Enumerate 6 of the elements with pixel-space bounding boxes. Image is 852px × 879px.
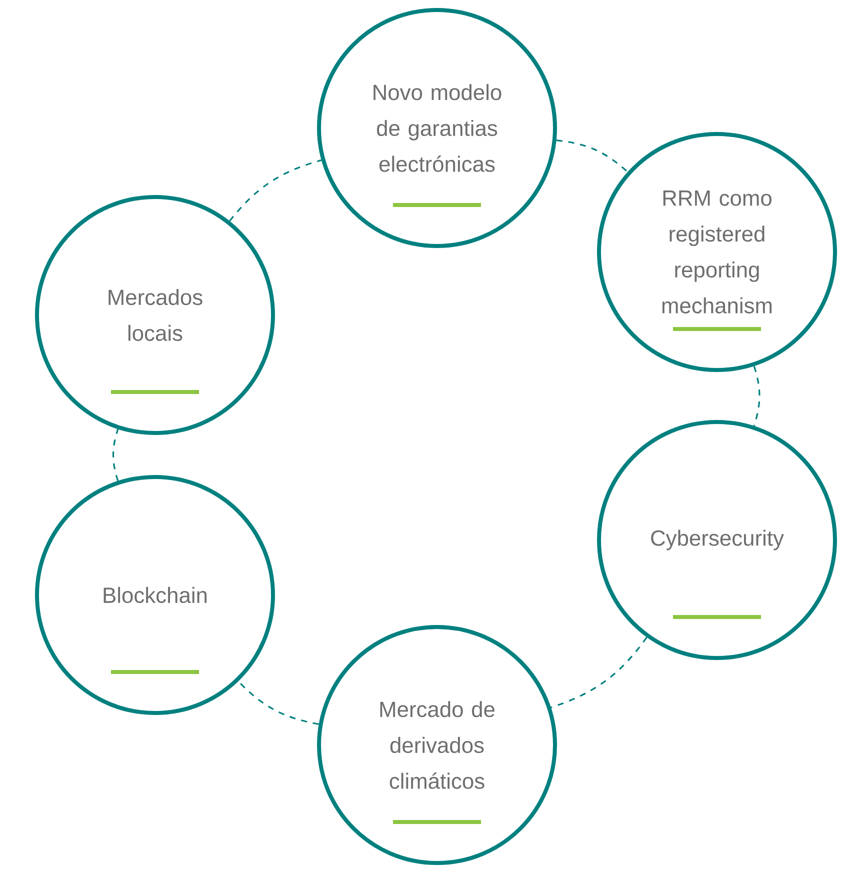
dashed-connector xyxy=(112,428,119,482)
dashed-connector xyxy=(238,680,319,725)
dashed-connector xyxy=(556,140,628,172)
dashed-connector xyxy=(753,366,760,426)
dashed-connector xyxy=(550,636,648,708)
dashed-connector xyxy=(229,159,322,222)
